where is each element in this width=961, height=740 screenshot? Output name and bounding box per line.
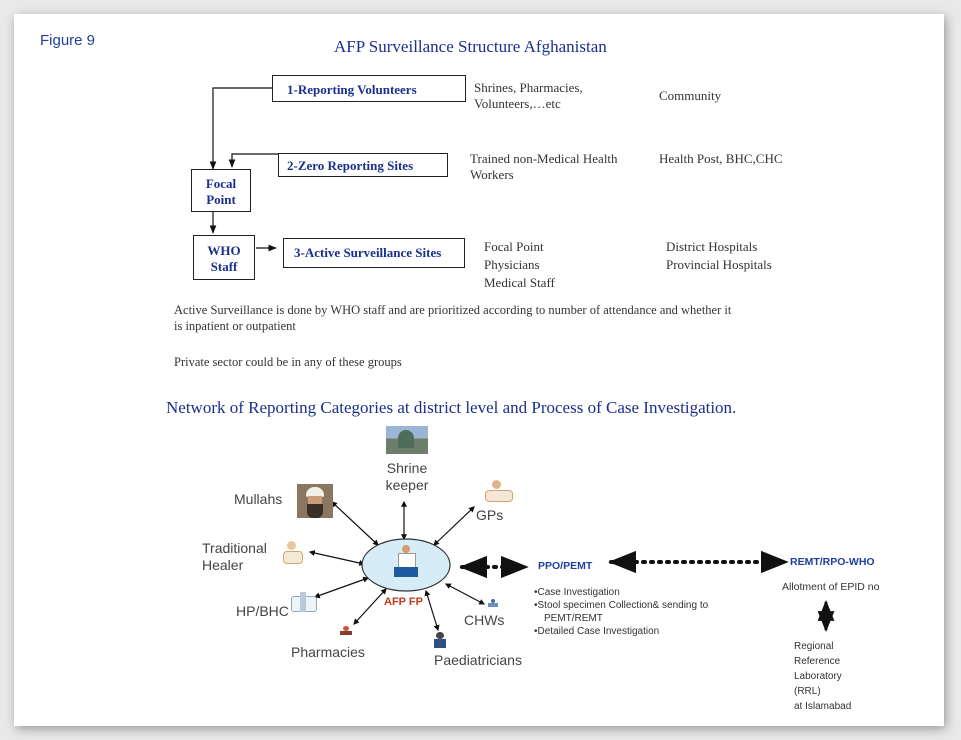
level3-who-line2: Physicians xyxy=(484,257,540,272)
ppo-pemt-tasks: •Case Investigation •Stool specimen Coll… xyxy=(534,586,708,638)
chw-icon xyxy=(488,599,498,607)
focal-point-box: Focal Point xyxy=(191,169,251,212)
level1-reporting-volunteers-box: 1-Reporting Volunteers xyxy=(272,75,466,102)
volunteers-to-focal-line xyxy=(209,87,272,170)
note-line1: Active Surveillance is done by WHO staff… xyxy=(174,303,732,317)
level2-who: Trained non-Medical Health Workers xyxy=(470,151,618,183)
level3-where-line1: District Hospitals xyxy=(666,239,758,254)
rrl-line1: Regional xyxy=(794,641,834,652)
node-healer-line2: Healer xyxy=(202,557,244,573)
level1-who-line2: Volunteers,…etc xyxy=(474,96,561,111)
node-paediatricians: Paediatricians xyxy=(434,652,522,668)
node-shrine-keeper: Shrine keeper xyxy=(382,460,432,494)
rrl-line2: Reference xyxy=(794,656,841,667)
who-staff-line2: Staff xyxy=(210,259,238,274)
node-healer-line1: Traditional xyxy=(202,540,267,556)
slide-page: Figure 9 AFP Surveillance Structure Afgh… xyxy=(14,14,944,726)
focal-point-line1: Focal xyxy=(205,176,237,191)
private-sector-note: Private sector could be in any of these … xyxy=(174,355,402,369)
shrine-image xyxy=(386,426,428,454)
node-mullahs: Mullahs xyxy=(234,491,283,507)
remt-rpo-who-title: REMT/RPO-WHO xyxy=(790,556,875,568)
node-shrine-line1: Shrine xyxy=(386,460,428,476)
node-traditional-healer: Traditional Healer xyxy=(202,540,267,574)
ppo-task-1: •Case Investigation xyxy=(534,587,620,598)
rrl-line3: Laboratory xyxy=(794,671,842,682)
node-pharmacies: Pharmacies xyxy=(291,644,365,660)
level1-who-line1: Shrines, Pharmacies, xyxy=(474,80,583,95)
ppo-task-3: •Detailed Case Investigation xyxy=(534,626,660,637)
level2-box-label: 2-Zero Reporting Sites xyxy=(287,158,414,173)
ppo-task-2b: PEMT/REMT xyxy=(544,613,603,624)
paediatrician-icon xyxy=(433,632,447,648)
health-post-icon xyxy=(289,592,317,612)
level1-box-label: 1-Reporting Volunteers xyxy=(287,82,417,97)
zeroreporting-to-focal-line xyxy=(228,153,278,168)
mullah-portrait-image xyxy=(297,484,333,518)
center-afp-fp-label: AFP FP xyxy=(384,596,423,608)
rrl-line5: at Islamabad xyxy=(794,701,852,712)
node-gps: GPs xyxy=(476,507,504,523)
level2-where: Health Post, BHC,CHC xyxy=(659,151,783,166)
note-line2: is inpatient or outpatient xyxy=(174,319,296,333)
node-hp-bhc: HP/BHC xyxy=(236,603,289,619)
diagram-title: AFP Surveillance Structure Afghanistan xyxy=(334,37,607,56)
active-surveillance-note: Active Surveillance is done by WHO staff… xyxy=(174,302,731,334)
figure-label: Figure 9 xyxy=(40,32,96,49)
level2-who-line1: Trained non-Medical Health xyxy=(470,151,618,166)
network-title: Network of Reporting Categories at distr… xyxy=(166,398,737,417)
afp-fp-figure-icon xyxy=(394,545,418,577)
level3-who-line3: Medical Staff xyxy=(484,275,555,290)
focal-point-line2: Point xyxy=(206,192,236,207)
who-staff-line1: WHO xyxy=(207,243,241,258)
rrl-line4: (RRL) xyxy=(794,686,821,697)
pharmacy-icon xyxy=(340,626,352,636)
epid-allotment-label: Allotment of EPID no xyxy=(782,581,880,593)
gp-doctor-icon xyxy=(482,479,514,503)
level3-who: Focal Point Physicians Medical Staff xyxy=(484,238,555,292)
level3-where: District Hospitals Provincial Hospitals xyxy=(666,238,772,274)
level2-who-line2: Workers xyxy=(470,167,514,182)
level3-who-line1: Focal Point xyxy=(484,239,544,254)
traditional-healer-icon xyxy=(280,541,304,564)
level3-where-line2: Provincial Hospitals xyxy=(666,257,772,272)
level2-zero-reporting-box: 2-Zero Reporting Sites xyxy=(278,153,448,177)
ppo-task-2a: •Stool specimen Collection& sending to xyxy=(534,600,709,611)
level1-who: Shrines, Pharmacies, Volunteers,…etc xyxy=(474,80,583,112)
node-shrine-line2: keeper xyxy=(385,477,429,493)
level3-box-label: 3-Active Surveillance Sites xyxy=(294,245,442,260)
level3-active-surveillance-box: 3-Active Surveillance Sites xyxy=(283,238,465,268)
node-chws: CHWs xyxy=(464,612,505,628)
ppo-pemt-title: PPO/PEMT xyxy=(538,560,593,572)
rrl-label: Regional Reference Laboratory (RRL) at I… xyxy=(794,639,851,714)
level1-where: Community xyxy=(659,88,722,103)
who-staff-box: WHO Staff xyxy=(193,235,255,280)
